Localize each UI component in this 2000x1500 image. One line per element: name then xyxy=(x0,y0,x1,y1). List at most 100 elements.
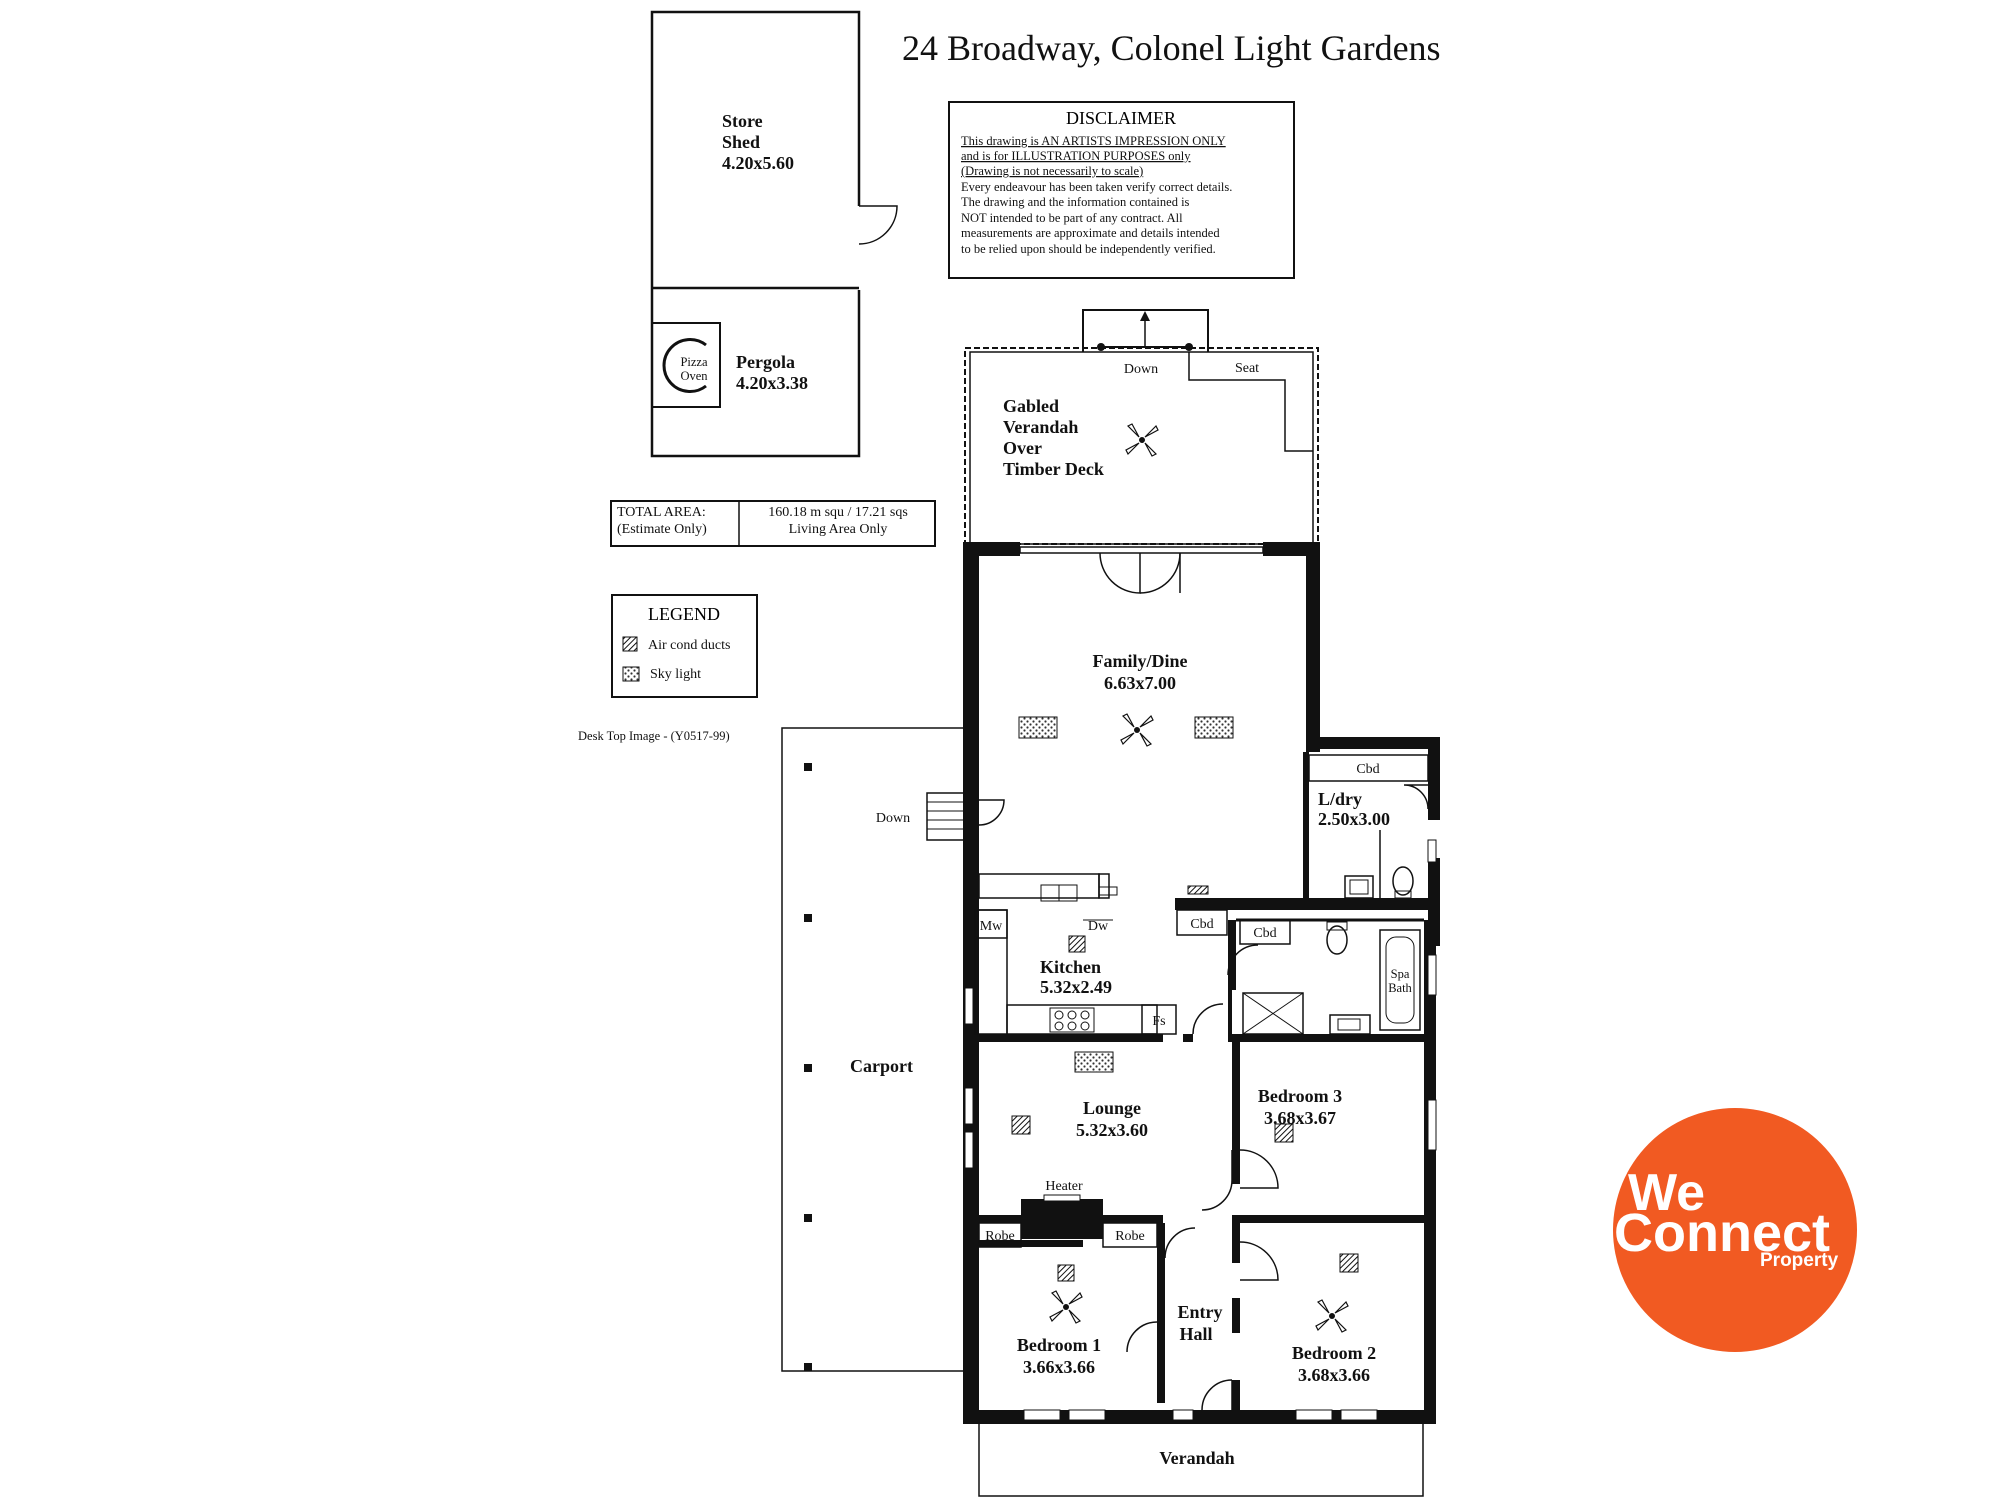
house-walls xyxy=(963,542,1440,1424)
logo-text-we: We xyxy=(1628,1164,1705,1222)
bedroom-2: Bedroom 2 3.68x3.66 xyxy=(1239,1241,1378,1421)
sky-light-icon xyxy=(1194,716,1234,739)
room-name: Verandah xyxy=(1003,417,1078,437)
dishwasher-label: Dw xyxy=(1088,919,1109,934)
cupboard-label: Cbd xyxy=(1253,926,1276,941)
room-name: Verandah xyxy=(1159,1448,1234,1468)
kitchen: Mw Dw Cbd Fs Kitchen 5.32x2.49 xyxy=(964,909,1259,1035)
pergola: Pizza Oven Pergola 4.20x3.38 xyxy=(651,322,808,408)
logo-text-connect: Connect xyxy=(1614,1203,1830,1263)
room-name: Pergola xyxy=(736,352,795,372)
air-cond-duct-icon xyxy=(1011,1115,1031,1135)
microwave-label: Mw xyxy=(980,919,1003,934)
bedroom-3: Bedroom 3 3.68x3.67 xyxy=(1258,1086,1437,1151)
carport: Carport Down xyxy=(781,727,966,1372)
disclaimer-line: This drawing is AN ARTISTS IMPRESSION ON… xyxy=(961,134,1226,148)
total-area-label: TOTAL AREA: xyxy=(617,505,706,520)
cupboard-label: Cbd xyxy=(1190,917,1213,932)
room-name: Timber Deck xyxy=(1003,459,1104,479)
legend-item-label: Sky light xyxy=(650,667,701,682)
room-name: Bedroom 2 xyxy=(1292,1343,1376,1363)
spa-bath-label: Bath xyxy=(1388,981,1412,995)
disclaimer-line: Every endeavour has been taken verify co… xyxy=(961,180,1232,194)
brand-logo: We Connect Property xyxy=(1613,1108,1857,1352)
legend: LEGEND Air cond ducts Sky light xyxy=(611,594,758,698)
room-name: Bedroom 1 xyxy=(1017,1335,1101,1355)
air-cond-duct-icon xyxy=(1057,1264,1075,1282)
robe-label: Robe xyxy=(1115,1229,1145,1244)
air-cond-duct-icon xyxy=(1187,885,1209,895)
laundry: Cbd L/dry 2.50x3.00 xyxy=(1308,754,1437,899)
logo-text-property: Property xyxy=(1760,1250,1839,1271)
french-door-icon xyxy=(1099,552,1141,594)
deck-stairs-label: Down xyxy=(1124,362,1158,377)
sky-light-icon xyxy=(622,666,640,682)
total-area-box: TOTAL AREA: (Estimate Only) 160.18 m squ… xyxy=(610,500,936,547)
disclaimer-line: (Drawing is not necessarily to scale) xyxy=(961,164,1143,178)
room-name: Bedroom 3 xyxy=(1258,1086,1342,1106)
room-name: Hall xyxy=(1179,1324,1212,1344)
robe-label: Robe xyxy=(985,1229,1015,1244)
side-door-icon xyxy=(978,799,1005,826)
legend-item-label: Air cond ducts xyxy=(648,638,730,653)
desk-top-image-ref: Desk Top Image - (Y0517-99) xyxy=(578,729,730,743)
air-cond-duct-icon xyxy=(1068,935,1086,953)
room-size: 2.50x3.00 xyxy=(1318,809,1390,829)
legend-title: LEGEND xyxy=(648,604,720,624)
room-name: Shed xyxy=(722,132,760,152)
pizza-oven-label: Pizza xyxy=(680,355,708,369)
laundry-tub-icon xyxy=(1344,875,1374,899)
room-name: Carport xyxy=(850,1056,913,1076)
front-verandah: Verandah xyxy=(978,1424,1424,1497)
spa-bath-label: Spa xyxy=(1391,967,1410,981)
sky-light-icon xyxy=(1074,1051,1114,1073)
room-size: 6.63x7.00 xyxy=(1104,673,1176,693)
vanity-icon xyxy=(1329,1014,1371,1035)
total-area-note: (Estimate Only) xyxy=(617,522,707,537)
room-name: Over xyxy=(1003,438,1042,458)
air-cond-duct-icon xyxy=(1339,1253,1359,1273)
disclaimer-line: to be relied upon should be independentl… xyxy=(961,242,1216,256)
bathroom: Cbd Spa Bath xyxy=(1236,918,1437,1035)
room-name: Family/Dine xyxy=(1093,651,1188,671)
total-area-value: 160.18 m squ / 17.21 sqs xyxy=(768,505,908,520)
pizza-oven-icon xyxy=(662,338,707,393)
toilet-icon xyxy=(1392,866,1414,896)
cupboard-label: Cbd xyxy=(1356,762,1379,777)
ceiling-fan-icon xyxy=(1120,713,1154,747)
disclaimer-line: and is for ILLUSTRATION PURPOSES only xyxy=(961,149,1191,163)
air-cond-duct-icon xyxy=(622,636,638,652)
seat-label: Seat xyxy=(1235,361,1259,376)
room-size: 3.66x3.66 xyxy=(1023,1357,1095,1377)
carport-stairs-label: Down xyxy=(876,811,910,826)
total-area-value-note: Living Area Only xyxy=(789,522,888,537)
air-cond-duct-icon xyxy=(1274,1123,1294,1143)
spa-bath-icon xyxy=(1379,929,1421,1031)
ceiling-fan-icon xyxy=(1049,1290,1083,1324)
bedroom-1: Robe Robe Bedroom 1 3.66x3.66 xyxy=(978,1222,1158,1421)
disclaimer-line: NOT intended to be part of any contract.… xyxy=(961,211,1183,225)
disclaimer-box: DISCLAIMER This drawing is AN ARTISTS IM… xyxy=(948,101,1295,279)
room-name: Gabled xyxy=(1003,396,1059,416)
cooktop-icon xyxy=(1049,1007,1095,1033)
heater-label: Heater xyxy=(1045,1179,1083,1194)
disclaimer-heading: DISCLAIMER xyxy=(1066,108,1176,128)
room-size: 5.32x3.60 xyxy=(1076,1120,1148,1140)
page-title: 24 Broadway, Colonel Light Gardens xyxy=(902,28,1441,68)
room-size: 3.68x3.67 xyxy=(1264,1108,1336,1128)
room-size: 3.68x3.66 xyxy=(1298,1365,1370,1385)
side-steps xyxy=(926,792,966,841)
lounge: Lounge 5.32x3.60 Heater xyxy=(964,1051,1279,1211)
shower-icon xyxy=(1242,992,1304,1035)
room-name: Entry xyxy=(1178,1302,1223,1322)
sky-light-icon xyxy=(1018,716,1058,739)
disclaimer-line: The drawing and the information containe… xyxy=(961,195,1190,209)
family-dine: Family/Dine 6.63x7.00 xyxy=(978,546,1264,902)
store-shed: Store Shed 4.20x5.60 xyxy=(650,10,898,458)
entry-hall: Entry Hall xyxy=(1164,1227,1233,1421)
ceiling-fan-icon xyxy=(1315,1299,1349,1333)
room-size: 5.32x2.49 xyxy=(1040,977,1112,997)
room-size: 4.20x5.60 xyxy=(722,153,794,173)
ceiling-fan-icon xyxy=(1125,423,1159,457)
